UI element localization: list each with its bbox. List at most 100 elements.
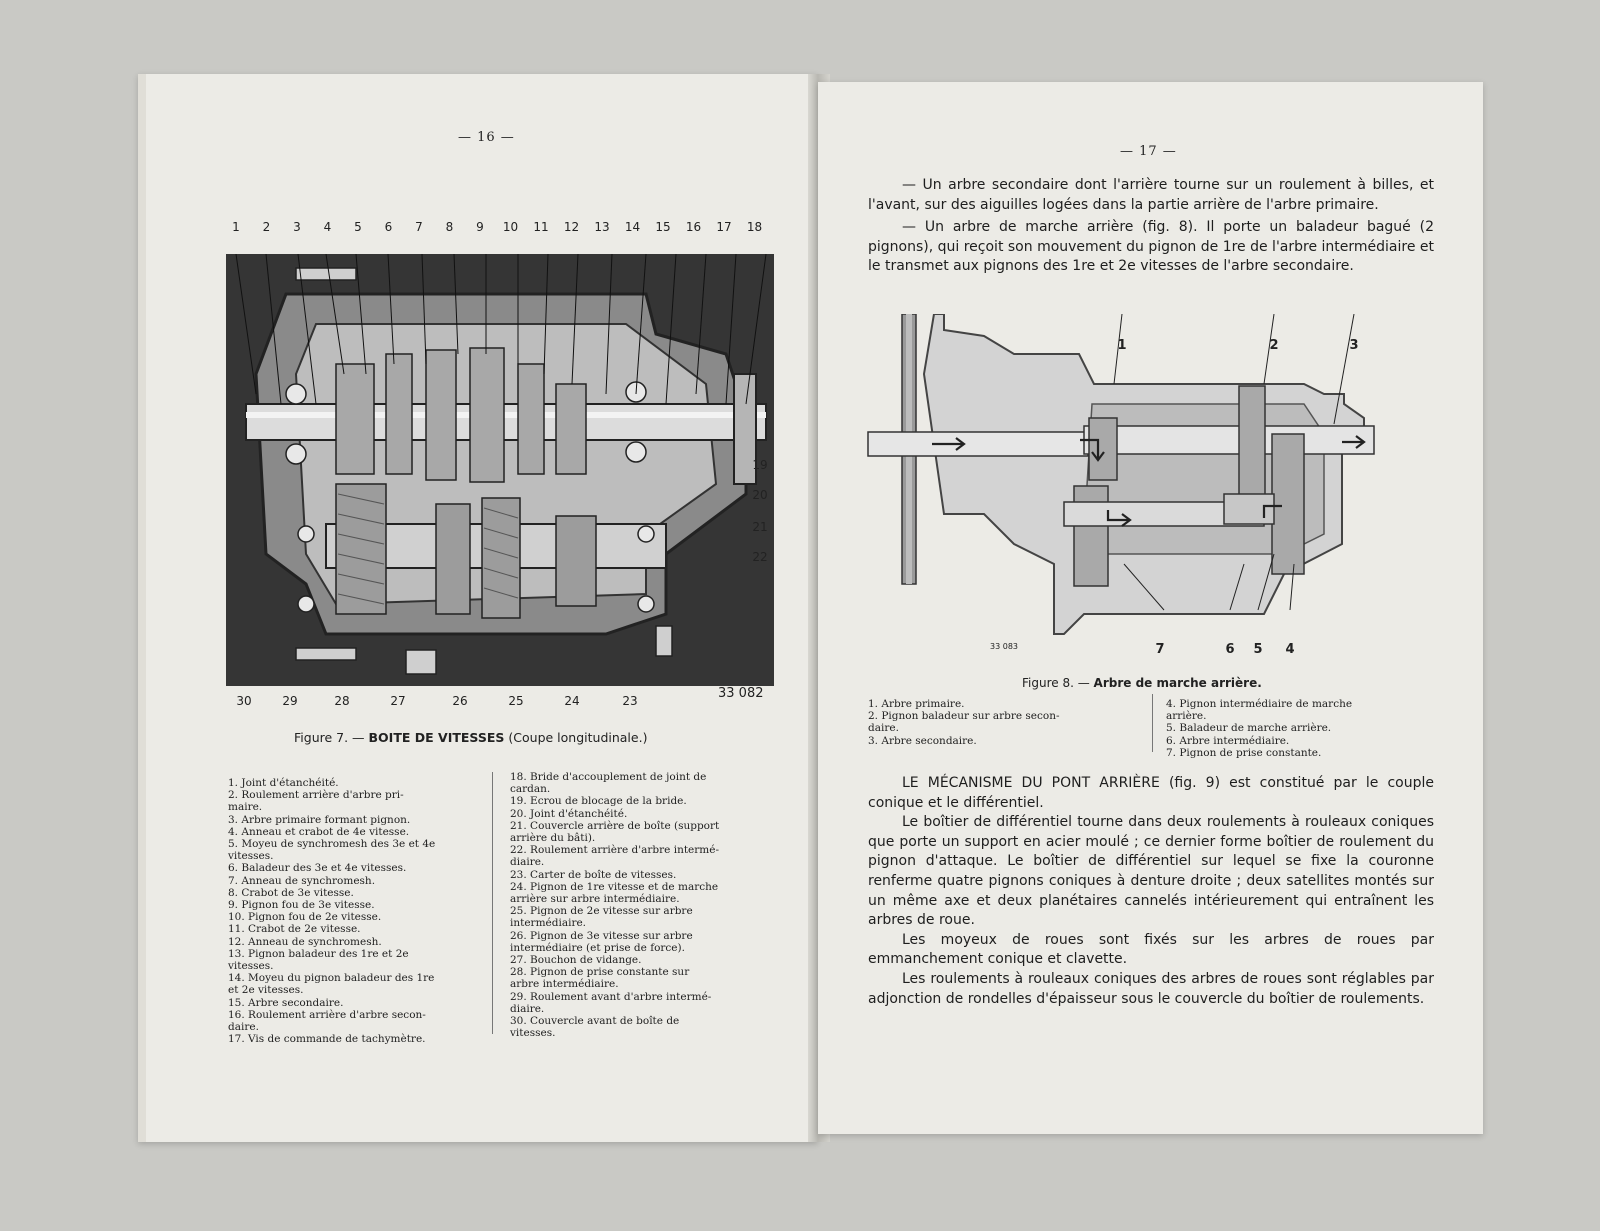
figure7-callouts-right: 19 20 21 22: [746, 454, 786, 654]
fig8-callout-7: 7: [1155, 642, 1165, 657]
figure7-caption-suffix: (Coupe longitudinale.): [508, 730, 648, 745]
fig7-legend-line: 21. Couvercle arrière de boîte (support: [510, 819, 720, 832]
fig8-legend-line: 2. Pignon baladeur sur arbre secon-: [868, 710, 1060, 723]
fig7-legend-line: 27. Bouchon de vidange.: [510, 954, 642, 967]
figure7-caption-title: BOITE DE VITESSES: [368, 730, 505, 745]
fig8-callout-5: 5: [1253, 642, 1263, 657]
fig7-legend-line: 24. Pignon de 1re vitesse et de marche: [510, 880, 719, 893]
fig8-callout-1: 1: [1117, 338, 1127, 353]
section-paragraph-3: Les moyeux de roues sont fixés sur les a…: [868, 931, 1434, 968]
figure7-caption-prefix: Figure 7. —: [294, 730, 365, 745]
callout-bottom-3: 28: [334, 694, 350, 708]
callout-top-4: 4: [323, 220, 332, 234]
fig7-legend-line: 13. Pignon baladeur des 1re et 2e: [228, 947, 409, 960]
callout-bottom-8: 23: [622, 694, 638, 708]
callout-19: 19: [752, 458, 768, 472]
fig7-legend-line: vitesses.: [228, 850, 274, 863]
figure8-callouts-top: 1 2 3: [818, 338, 1483, 354]
fig7-legend-line: 11. Crabot de 2e vitesse.: [228, 923, 361, 936]
fig8-callout-2: 2: [1269, 338, 1279, 353]
callout-bottom-2: 29: [282, 694, 298, 708]
fig7-legend-line: et 2e vitesses.: [228, 984, 304, 997]
callout-top-11: 11: [533, 220, 549, 234]
callout-bottom-1: 30: [236, 694, 252, 708]
fig7-legend-line: 29. Roulement avant d'arbre intermé-: [510, 990, 712, 1003]
callout-bottom-7: 24: [564, 694, 580, 708]
figure7-legend-left: 1. Joint d'étanchéité.2. Roulement arriè…: [228, 777, 435, 1045]
fig7-legend-line: 12. Anneau de synchromesh.: [228, 935, 382, 948]
callout-top-17: 17: [716, 220, 732, 234]
figure8-reverse-shaft-drawing: [867, 314, 1375, 635]
fig7-legend-line: 30. Couvercle avant de boîte de: [510, 1015, 680, 1028]
section-paragraph-1: LE MÉCANISME DU PONT ARRIÈRE (fig. 9) es…: [868, 775, 1434, 811]
callout-top-10: 10: [502, 220, 519, 234]
callout-top-18: 18: [746, 220, 763, 234]
callout-top-16: 16: [685, 220, 702, 234]
fig7-legend-line: 7. Anneau de synchromesh.: [228, 874, 376, 887]
fig7-legend-line: diaire.: [510, 1002, 545, 1015]
callout-top-9: 9: [476, 220, 484, 234]
callout-20: 20: [752, 488, 768, 502]
fig7-legend-line: 8. Crabot de 3e vitesse.: [228, 886, 354, 899]
figure7-drawing-number: 33 082: [718, 686, 764, 701]
fig8-legend-line: 7. Pignon de prise constante.: [1166, 746, 1322, 759]
fig7-legend-line: intermédiaire.: [510, 917, 587, 930]
fig8-callout-3: 3: [1349, 338, 1359, 353]
section-text: LE MÉCANISME DU PONT ARRIÈRE (fig. 9) es…: [868, 774, 1434, 1009]
fig7-legend-line: maire.: [228, 801, 263, 814]
fig8-callout-6: 6: [1225, 642, 1235, 657]
fig7-legend-line: 6. Baladeur des 3e et 4e vitesses.: [228, 862, 407, 875]
fig7-legend-line: 5. Moyeu de synchromesh des 3e et 4e: [228, 838, 436, 851]
callout-bottom-5: 26: [452, 694, 468, 708]
page-number-left: — 16 —: [458, 130, 515, 145]
fig7-legend-line: cardan.: [510, 783, 551, 796]
fig7-legend-line: 2. Roulement arrière d'arbre pri-: [228, 789, 404, 802]
fig7-legend-line: arbre intermédiaire.: [510, 978, 619, 991]
figure8-legend-left: 1. Arbre primaire. 2. Pignon baladeur su…: [868, 698, 1060, 747]
fig7-legend-line: daire.: [228, 1021, 259, 1034]
fig8-legend-line: 3. Arbre secondaire.: [868, 734, 977, 747]
fig7-legend-line: 17. Vis de commande de tachymètre.: [228, 1033, 426, 1046]
section-paragraph-4: Les roulements à rouleaux coniques des a…: [868, 970, 1434, 1007]
callout-top-2: 2: [262, 220, 271, 234]
intro-text: — Un arbre secondaire dont l'arrière tou…: [868, 176, 1434, 277]
figure8-legend-right: 4. Pignon intermédiaire de marche arrièr…: [1166, 698, 1352, 759]
fig7-legend-line: 18. Bride d'accouplement de joint de: [510, 771, 707, 783]
fig7-legend-line: 10. Pignon fou de 2e vitesse.: [228, 911, 382, 924]
fig7-legend-line: 22. Roulement arrière d'arbre intermé-: [510, 844, 720, 857]
fig7-legend-line: 16. Roulement arrière d'arbre secon-: [228, 1008, 426, 1021]
fig7-legend-line: arrière du bâti).: [510, 832, 596, 845]
fig7-legend-line: diaire.: [510, 856, 545, 869]
intro-paragraph-2: — Un arbre de marche arrière (fig. 8). I…: [868, 219, 1435, 275]
fig7-legend-line: 15. Arbre secondaire.: [228, 996, 344, 1009]
callout-top-1: 1: [232, 220, 240, 234]
fig7-legend-line: vitesses.: [510, 1027, 556, 1040]
fig8-legend-line: 6. Arbre intermédiaire.: [1166, 734, 1290, 747]
figure8-callouts-bottom: 7 6 5 4: [818, 642, 1483, 658]
figure8-caption: Figure 8. — Arbre de marche arrière.: [1022, 676, 1262, 690]
callout-22: 22: [752, 550, 768, 564]
callout-top-7: 7: [415, 220, 423, 234]
page-number-right: — 17 —: [1120, 144, 1177, 159]
callout-21: 21: [752, 520, 768, 534]
fig7-legend-line: 9. Pignon fou de 3e vitesse.: [228, 899, 375, 912]
callout-top-13: 13: [594, 220, 610, 234]
fig8-callout-4: 4: [1285, 642, 1295, 657]
fig7-legend-line: 14. Moyeu du pignon baladeur des 1re: [228, 972, 435, 985]
section-paragraph-2: Le boîtier de différentiel tourne dans d…: [868, 814, 1434, 929]
callout-top-14: 14: [624, 220, 641, 234]
callout-top-8: 8: [445, 220, 454, 234]
fig7-legend-line: 23. Carter de boîte de vitesses.: [510, 868, 677, 881]
fig7-legend-line: 3. Arbre primaire formant pignon.: [228, 813, 411, 826]
fig8-legend-line: 5. Baladeur de marche arrière.: [1166, 722, 1332, 735]
callout-top-12: 12: [563, 220, 580, 234]
fig7-legend-line: 25. Pignon de 2e vitesse sur arbre: [510, 905, 693, 918]
figure8-drawing-number: 33 083: [990, 642, 1018, 651]
intro-paragraph-1: — Un arbre secondaire dont l'arrière tou…: [868, 177, 1434, 213]
fig8-legend-line: daire.: [868, 722, 899, 735]
fig8-legend-line: arrière.: [1166, 710, 1207, 723]
fig8-legend-line: 1. Arbre primaire.: [868, 698, 965, 710]
